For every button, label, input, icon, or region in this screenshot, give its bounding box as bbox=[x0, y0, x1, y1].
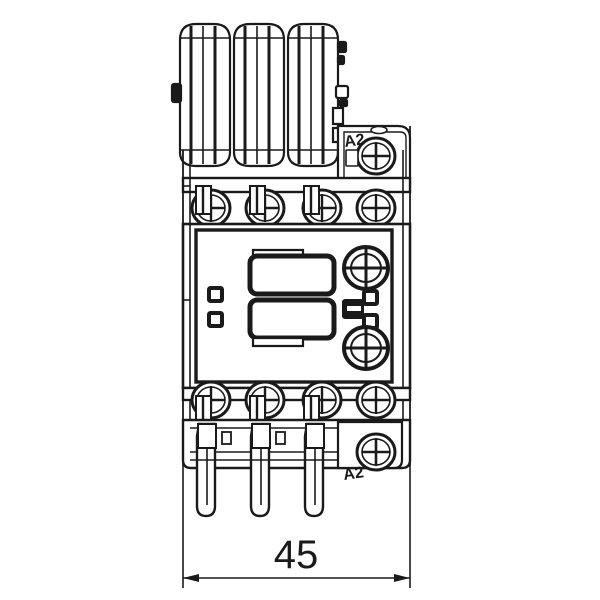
coil-label-a2-top: A2 bbox=[343, 131, 366, 151]
top-terminal-shroud-group bbox=[170, 22, 350, 168]
lower-screw-1 bbox=[190, 380, 232, 425]
lower-screw-2 bbox=[244, 380, 286, 425]
blank-label-plate-upper bbox=[247, 248, 337, 297]
arrow-head-right bbox=[394, 574, 410, 582]
mounting-prong-2 bbox=[249, 422, 271, 518]
indicator-square-left-bottom bbox=[207, 311, 224, 328]
upper-screw-4 bbox=[355, 188, 397, 228]
dimension-value-text: 45 bbox=[274, 533, 319, 577]
indicator-square-right-top bbox=[362, 289, 379, 306]
upper-screw-terminal-row bbox=[181, 176, 412, 228]
phase-1-terminal-shroud bbox=[170, 22, 232, 168]
indicator-square-left-top bbox=[207, 286, 224, 303]
upper-screw-3 bbox=[301, 185, 343, 228]
mounting-prong-1 bbox=[195, 422, 217, 518]
dimension-45: 45 bbox=[182, 466, 411, 588]
body-cross-screw-lower bbox=[342, 325, 390, 371]
coil-label-a2-bottom: A2 bbox=[342, 464, 365, 484]
lower-screw-terminal-row bbox=[181, 380, 412, 425]
lower-screw-3 bbox=[301, 380, 343, 425]
arrow-head-left bbox=[183, 574, 199, 582]
lower-screw-4 bbox=[355, 380, 397, 420]
horizontal-slot-indicator bbox=[342, 299, 364, 319]
coil-terminal-bottom bbox=[336, 420, 404, 472]
mounting-prong-3 bbox=[303, 422, 325, 518]
blank-label-plate-lower bbox=[247, 297, 337, 348]
phase-3-terminal-shroud bbox=[286, 22, 340, 168]
body-cross-screw-upper bbox=[342, 245, 390, 291]
phase-2-terminal-shroud bbox=[232, 22, 286, 168]
contactor-body bbox=[181, 126, 412, 466]
